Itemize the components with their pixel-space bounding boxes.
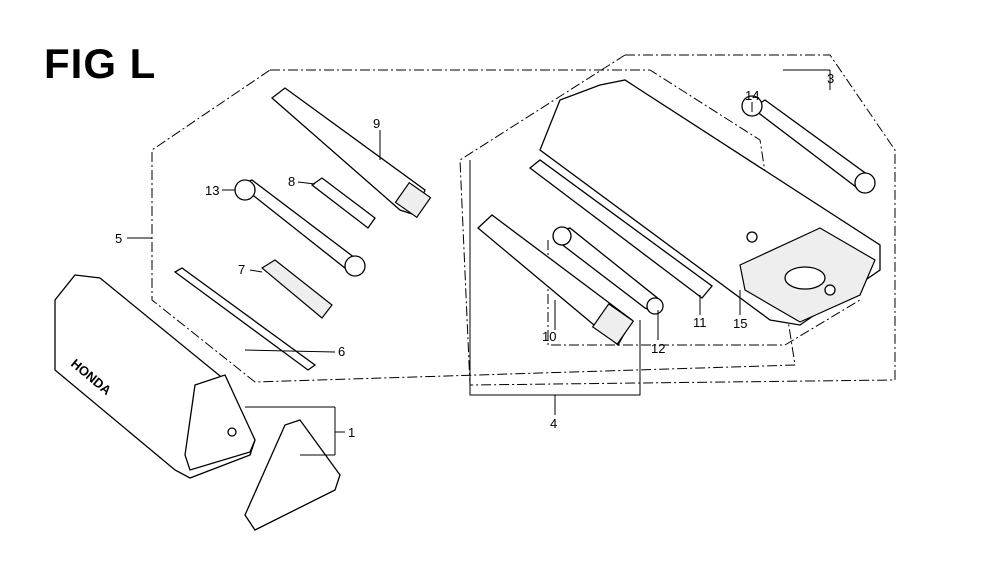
- callout-6: 6: [338, 344, 345, 359]
- callout-15: 15: [733, 316, 747, 331]
- wrench-12: [552, 226, 664, 315]
- group-11-outline: [547, 240, 861, 346]
- figure-title: FIG L: [44, 40, 157, 87]
- box-wrench-10: [477, 214, 635, 347]
- callout-11: 11: [693, 315, 707, 330]
- screwdriver-shaft-6: [173, 267, 317, 371]
- group-3-outline: [459, 54, 896, 386]
- screwdriver-bit-8: [310, 177, 376, 229]
- callout-3: 3: [827, 71, 834, 86]
- screwdriver-handle-7: [260, 259, 333, 319]
- wrench-13: [234, 179, 366, 277]
- callout-5: 5: [115, 231, 122, 246]
- callout-1: 1: [348, 425, 355, 440]
- callout-7: 7: [238, 262, 245, 277]
- callout-4: 4: [550, 416, 557, 431]
- tool-roll: [539, 79, 881, 326]
- callout-12: 12: [651, 341, 665, 356]
- box-wrench-9: [270, 87, 432, 219]
- group-5-outline: [151, 69, 796, 383]
- callout-9: 9: [373, 116, 380, 131]
- tommy-bar-11: [528, 159, 713, 299]
- tool-case-cap: [244, 419, 341, 531]
- callout-10: 10: [542, 329, 556, 344]
- wrench-14: [741, 95, 876, 194]
- tool-case: HONDA: [54, 274, 256, 479]
- callout-14: 14: [745, 88, 759, 103]
- callout-8: 8: [288, 174, 295, 189]
- callout-13: 13: [205, 183, 219, 198]
